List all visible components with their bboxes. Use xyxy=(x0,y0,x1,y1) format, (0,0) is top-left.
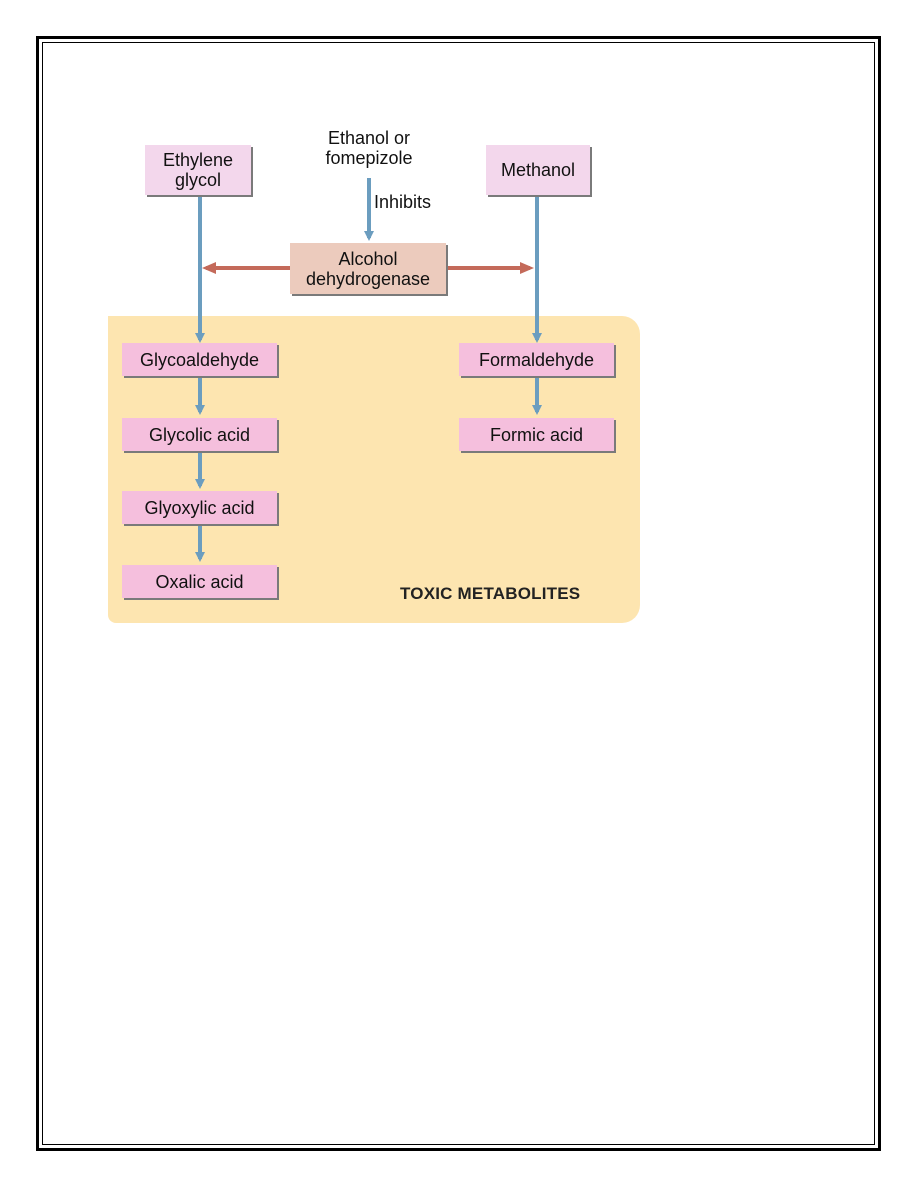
alcohol-dehydrogenase-box: Alcohol dehydrogenase xyxy=(290,243,446,294)
enzyme-line2: dehydrogenase xyxy=(305,268,431,289)
oxalic-acid-box: Oxalic acid xyxy=(122,565,277,598)
formic-acid-box: Formic acid xyxy=(459,418,614,451)
glycoaldehyde-box: Glycoaldehyde xyxy=(122,343,277,376)
inhibitor-label-line1: Ethanol or xyxy=(327,128,411,148)
ethylene-glycol-line1: Ethylene xyxy=(162,150,234,170)
inhibits-label: Inhibits xyxy=(374,192,432,212)
glyoxylic-acid-box: Glyoxylic acid xyxy=(122,491,277,524)
page-border-inner xyxy=(42,42,875,1145)
enzyme-line1: Alcohol xyxy=(338,248,398,269)
formaldehyde-box: Formaldehyde xyxy=(459,343,614,376)
page-border-outer xyxy=(36,36,881,1151)
inhibitor-label-line2: fomepizole xyxy=(325,148,413,168)
glycolic-acid-box: Glycolic acid xyxy=(122,418,277,451)
inhibitor-label: Ethanol or fomepizole xyxy=(305,128,433,168)
methanol-box: Methanol xyxy=(486,145,590,195)
ethylene-glycol-box: Ethylene glycol xyxy=(145,145,251,195)
toxic-metabolites-label: TOXIC METABOLITES xyxy=(400,584,581,603)
ethylene-glycol-line2: glycol xyxy=(174,170,222,190)
